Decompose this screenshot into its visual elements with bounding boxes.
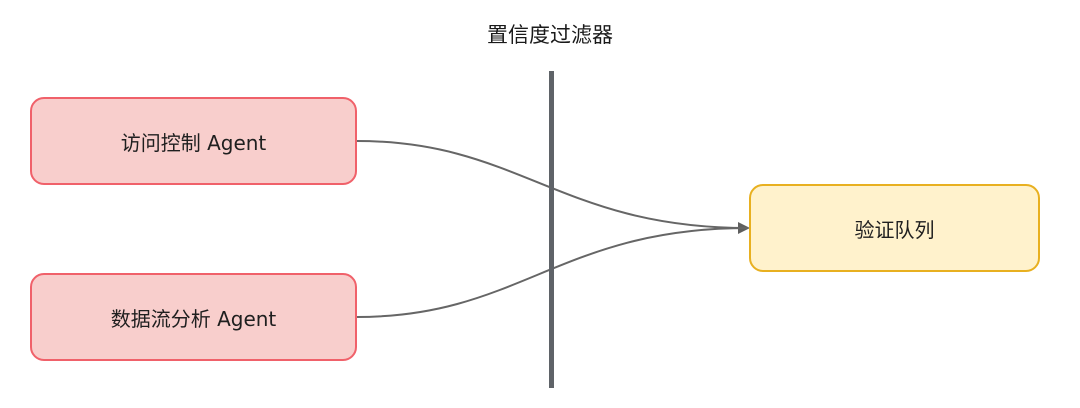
node-access-control-label: 访问控制 Agent	[120, 130, 267, 155]
node-data-flow-label: 数据流分析 Agent	[110, 306, 277, 331]
node-verify-queue: 验证队列	[749, 184, 1040, 272]
node-verify-queue-label: 验证队列	[854, 217, 935, 242]
filter-label: 置信度过滤器	[487, 23, 613, 47]
confidence-filter-bar	[549, 71, 554, 388]
edge-dataflow-to-queue	[356, 227, 749, 318]
node-access-control-agent: 访问控制 Agent	[30, 97, 357, 185]
edge-access-to-queue	[356, 140, 750, 234]
node-data-flow-agent: 数据流分析 Agent	[30, 273, 357, 361]
